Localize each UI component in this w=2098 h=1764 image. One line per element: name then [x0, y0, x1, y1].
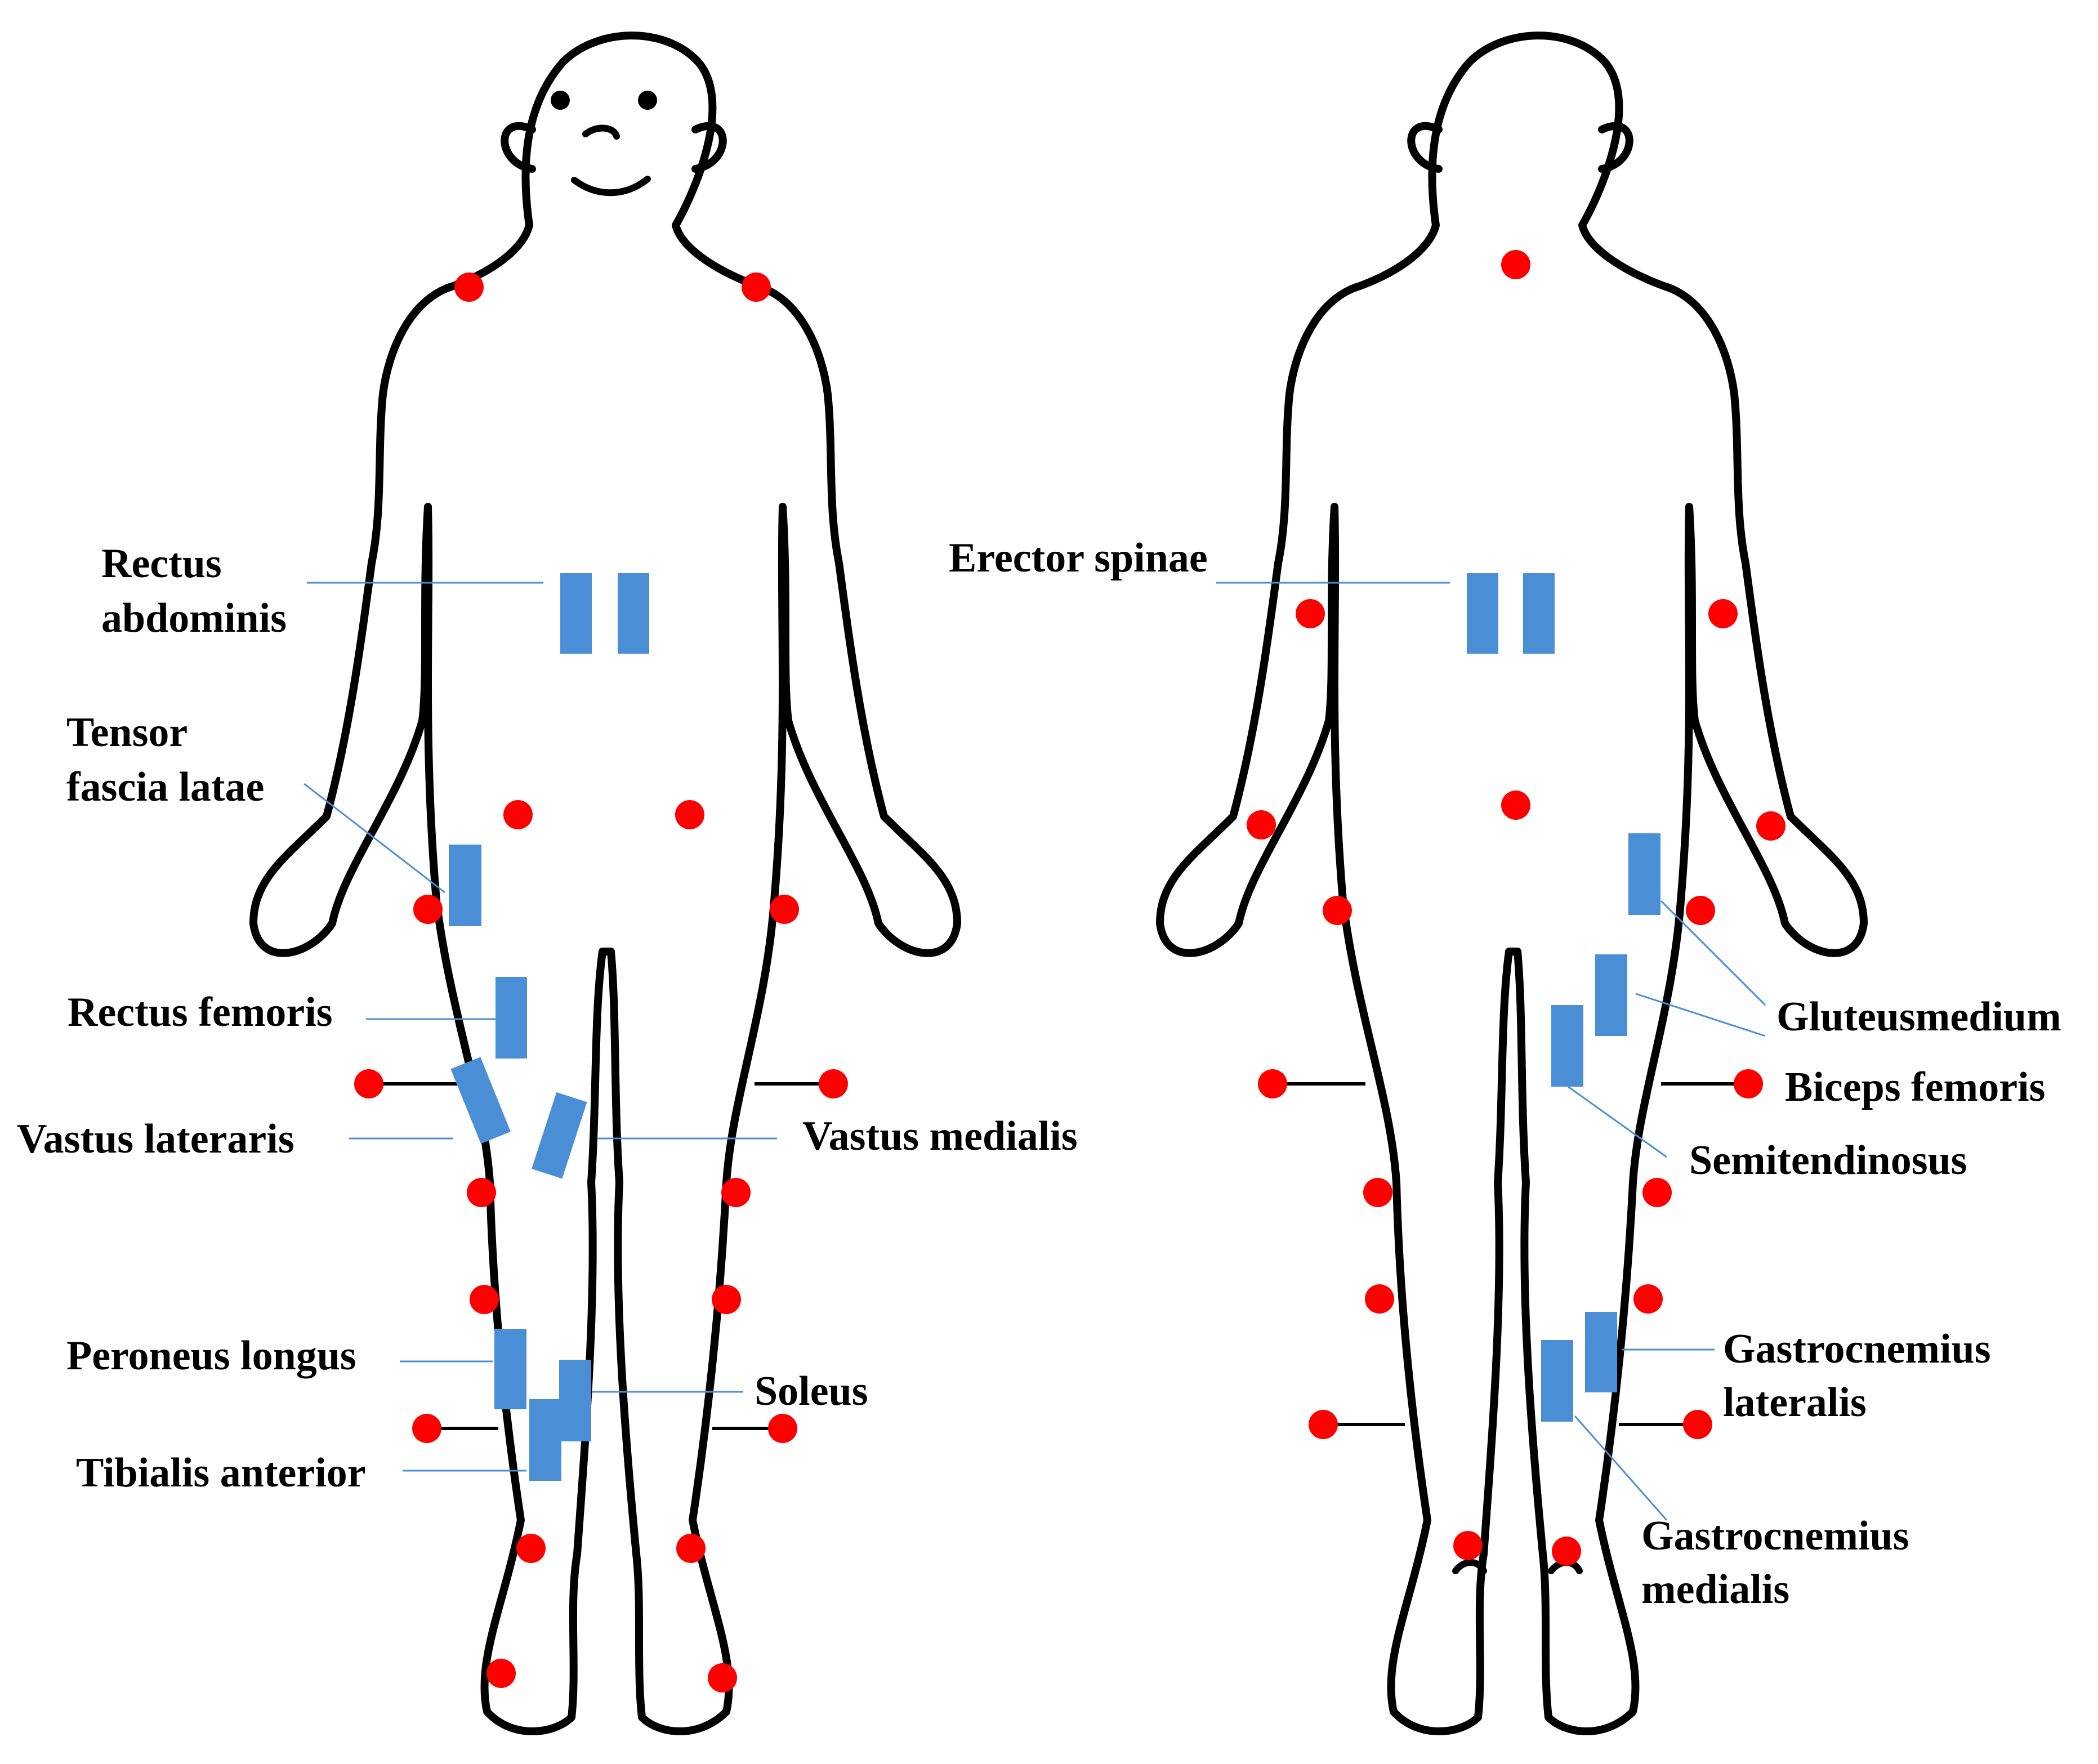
- back-body-outline: [1156, 32, 1868, 1735]
- marker-stubs: [369, 1082, 1748, 1430]
- marker-front-right-knee: [721, 1178, 751, 1207]
- sensor-tibialis-anterior: [529, 1399, 561, 1481]
- label-gastrocnemius-lateralis-line1: Gastrocnemius: [1723, 1326, 1991, 1372]
- left-eye: [551, 91, 570, 110]
- marker-front-right-knee-lower: [712, 1285, 741, 1314]
- front-figure: [249, 32, 961, 1735]
- muscle-labels: Rectus abdominis Tensor fascia latae Rec…: [17, 535, 2061, 1613]
- label-tibialis-anterior: Tibialis anterior: [76, 1450, 366, 1496]
- sensor-rectus-femoris: [496, 977, 527, 1059]
- back-left-heel: [1452, 1559, 1487, 1574]
- back-figure: [1156, 32, 1868, 1735]
- label-peroneus-longus: Peroneus longus: [66, 1333, 356, 1379]
- marker-back-right-wrist: [1756, 811, 1785, 841]
- marker-back-neck: [1501, 250, 1530, 279]
- marker-back-right-heel: [1552, 1537, 1581, 1566]
- sensor-erector-spinae-left: [1467, 573, 1498, 654]
- marker-front-left-knee-lower: [470, 1285, 499, 1314]
- marker-back-left-wrist: [1247, 810, 1276, 839]
- back-left-ear: [1407, 122, 1443, 173]
- sensor-rectus-abdominis-left: [560, 573, 592, 654]
- marker-front-right-shin: [768, 1414, 797, 1443]
- marker-back-left-shin: [1309, 1410, 1338, 1439]
- marker-back-right-shin: [1683, 1410, 1712, 1439]
- sensor-gastrocnemius-medialis: [1541, 1340, 1573, 1422]
- leader-biceps-femoris: [1635, 993, 1766, 1037]
- marker-front-right-shoulder: [742, 273, 771, 302]
- label-rectus-abdominis-line1: Rectus: [101, 541, 222, 587]
- sensor-vastus-medialis: [532, 1092, 587, 1179]
- sensor-vastus-lateraris: [450, 1057, 511, 1144]
- marker-back-sacrum: [1501, 791, 1530, 820]
- marker-front-right-ankle: [676, 1534, 706, 1563]
- marker-back-right-hip: [1686, 896, 1715, 925]
- mouth: [571, 176, 651, 197]
- label-semitendinosus: Semitendinosus: [1689, 1137, 1967, 1184]
- label-vastus-medialis: Vastus medialis: [802, 1113, 1078, 1159]
- marker-back-left-knee-lower: [1365, 1284, 1394, 1314]
- label-soleus: Soleus: [755, 1368, 868, 1414]
- marker-back-right-elbow: [1708, 599, 1738, 628]
- label-gastrocnemius-medialis-line1: Gastrocnemius: [1641, 1513, 1909, 1559]
- leader-tensor-fascia: [303, 783, 445, 894]
- leader-gastrocnemius-medialis: [1574, 1415, 1668, 1521]
- sensor-soleus: [559, 1360, 591, 1441]
- sensor-semitendinosus: [1551, 1005, 1583, 1087]
- marker-back-left-heel: [1453, 1531, 1483, 1560]
- marker-front-right-thigh: [819, 1069, 848, 1098]
- label-gluteus-medium: Gluteusmedium: [1776, 994, 2061, 1040]
- marker-back-left-hip: [1323, 896, 1352, 925]
- marker-back-right-thigh: [1734, 1069, 1763, 1098]
- nose: [582, 124, 620, 140]
- sensor-rectus-abdominis-right: [618, 573, 649, 654]
- sensor-biceps-femoris: [1595, 954, 1627, 1036]
- label-erector-spinae: Erector spinae: [949, 535, 1208, 581]
- label-biceps-femoris: Biceps femoris: [1785, 1064, 2045, 1110]
- marker-front-left-knee: [467, 1178, 496, 1207]
- label-gastrocnemius-medialis-line2: medialis: [1641, 1566, 1789, 1613]
- marker-front-right-toe: [708, 1663, 737, 1692]
- marker-front-right-hip: [770, 895, 799, 924]
- label-tensor-fascia-line2: fascia latae: [66, 764, 264, 810]
- marker-front-left-asis: [503, 800, 533, 829]
- sensor-gluteus-medium: [1628, 833, 1660, 915]
- leader-semitendinosus: [1568, 1086, 1667, 1158]
- marker-back-right-knee: [1642, 1178, 1672, 1207]
- emg-sensors: [449, 573, 1660, 1481]
- label-rectus-abdominis-line2: abdominis: [101, 595, 287, 641]
- marker-front-right-asis: [675, 800, 704, 829]
- label-gastrocnemius-lateralis-line2: lateralis: [1723, 1379, 1867, 1426]
- sensor-gastrocnemius-lateralis: [1585, 1312, 1617, 1392]
- front-body-outline: [249, 32, 961, 1735]
- sensor-erector-spinae-right: [1523, 573, 1555, 654]
- marker-front-left-ankle: [516, 1534, 546, 1563]
- label-tensor-fascia-line1: Tensor: [66, 709, 188, 756]
- marker-front-left-shin: [412, 1414, 441, 1443]
- right-eye: [638, 91, 657, 110]
- marker-back-left-elbow: [1296, 599, 1325, 628]
- label-rectus-femoris: Rectus femoris: [68, 989, 333, 1035]
- marker-front-left-hip: [413, 895, 443, 924]
- reflective-markers: [354, 250, 1785, 1692]
- sensor-tensor-fascia-latae: [449, 845, 481, 926]
- marker-front-left-thigh: [354, 1069, 383, 1098]
- marker-front-left-toe: [486, 1659, 516, 1688]
- leader-lines: [303, 582, 1766, 1521]
- marker-front-left-shoulder: [454, 273, 484, 302]
- leader-gluteus-medium: [1660, 900, 1766, 1006]
- front-right-ear: [691, 122, 727, 173]
- front-left-ear: [501, 122, 536, 173]
- marker-back-right-knee-lower: [1633, 1284, 1663, 1314]
- sensor-peroneus-longus: [494, 1329, 526, 1409]
- marker-back-left-knee: [1363, 1178, 1392, 1207]
- back-right-ear: [1598, 122, 1633, 173]
- label-vastus-lateraris: Vastus lateraris: [17, 1116, 294, 1162]
- marker-back-left-thigh: [1258, 1069, 1287, 1098]
